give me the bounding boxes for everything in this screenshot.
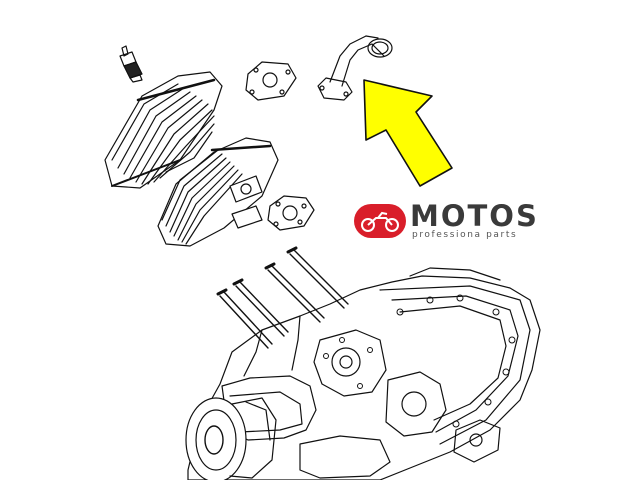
cylinder-block [157, 137, 279, 247]
flywheel-pulley [185, 397, 277, 480]
brand-tagline: professiona parts [412, 230, 518, 240]
cylinder-head-cover [104, 71, 223, 189]
highlight-arrow-shape [363, 79, 453, 187]
highlight-arrow [363, 79, 453, 187]
motorcycle-logo-icon [354, 204, 406, 238]
brand-name: MOTOS [410, 199, 539, 233]
cylinder-studs [216, 246, 349, 349]
intake-manifold [317, 35, 393, 101]
intake-gasket [245, 61, 297, 101]
exhaust-gasket [267, 195, 315, 231]
brand-logo: MOTOS professiona parts [354, 200, 537, 246]
spark-plug [119, 45, 143, 83]
